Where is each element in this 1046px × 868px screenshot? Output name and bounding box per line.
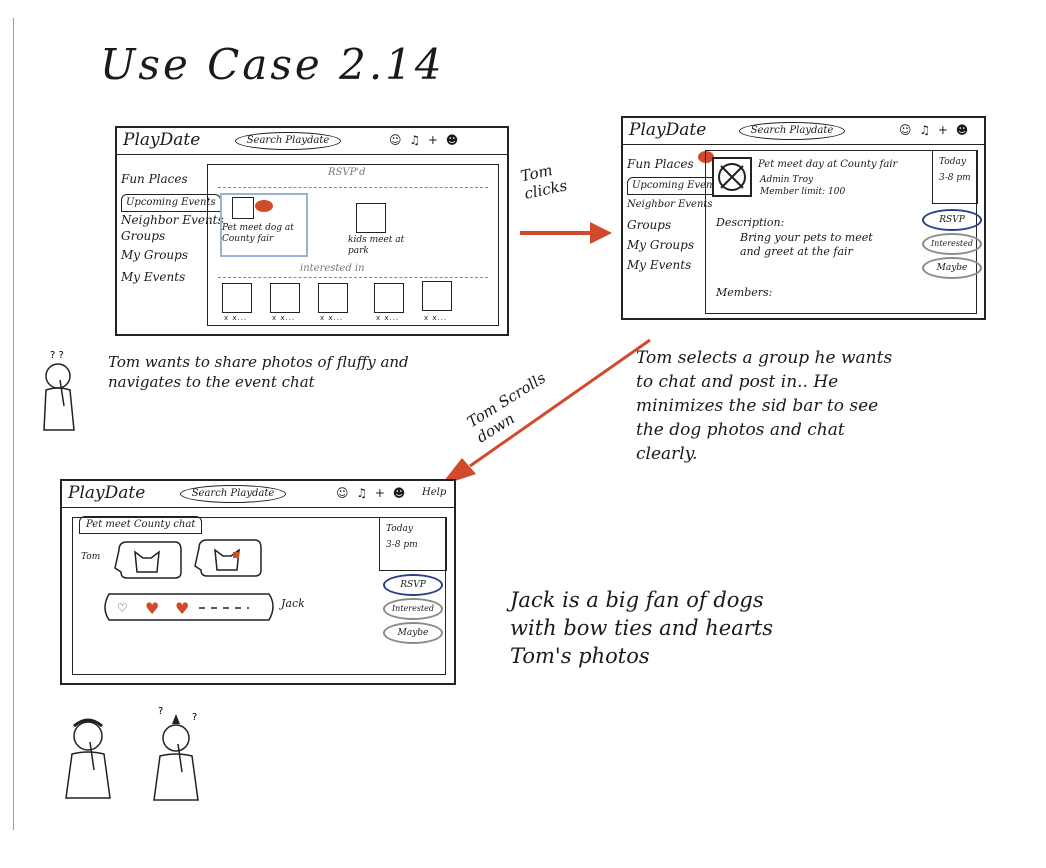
header-icons[interactable]: ☺ ♫ + ☻ (389, 133, 461, 147)
page-margin-line (13, 18, 14, 830)
event-thumbnail-label: x x... (320, 314, 344, 322)
help-link[interactable]: Help (422, 487, 447, 498)
event-time: 3-8 pm (939, 173, 971, 183)
app-header: PlayDate Search Playdate ☺ ♫ + ☻ Help (62, 481, 454, 508)
wireframe-event-chat-page: PlayDate Search Playdate ☺ ♫ + ☻ Help Pe… (60, 479, 456, 685)
sidebar-item-groups[interactable]: Groups (121, 229, 166, 243)
event-card-label: kids meet at park (348, 235, 405, 256)
event-thumbnail[interactable] (232, 197, 254, 219)
dog-photo-message-icon[interactable] (193, 536, 263, 580)
event-date-box: Today 3-8 pm (379, 517, 447, 571)
header-icons[interactable]: ☺ ♫ + ☻ (899, 123, 971, 137)
sidebar: Fun Places Upcoming Events Neighbor Even… (121, 168, 224, 288)
app-header: PlayDate Search Playdate ☺ ♫ + ☻ (623, 118, 984, 145)
sidebar-item-upcoming-events[interactable]: Upcoming Events (121, 194, 221, 212)
event-date: Today (939, 157, 966, 167)
description-label: Description: (716, 216, 785, 229)
event-thumbnail-label: x x... (224, 314, 248, 322)
arrow-label-clicks: Tom clicks (519, 160, 569, 203)
page-title: Use Case 2.14 (100, 40, 445, 89)
arrow-label-scrolls: Tom Scrolls down (463, 368, 549, 447)
maybe-button[interactable]: Maybe (383, 622, 443, 644)
rsvp-button[interactable]: RSVP (383, 574, 443, 596)
sidebar-item-my-events[interactable]: My Events (627, 258, 692, 272)
app-logo: PlayDate (123, 130, 201, 150)
event-thumbnail[interactable] (422, 281, 452, 311)
svg-text:?: ? (158, 706, 163, 717)
cursor-hand-icon (698, 151, 714, 163)
dog-photo-message-icon[interactable] (113, 538, 183, 582)
reaction-message-icon: ♡ ♥ ♥ (104, 593, 274, 621)
event-date-box: Today 3-8 pm (932, 150, 978, 204)
divider (218, 277, 488, 278)
event-thumbnail[interactable] (270, 283, 300, 313)
sidebar-item-my-events[interactable]: My Events (121, 270, 186, 284)
events-panel: RSVP'd Pet meet dog at County fair kids … (207, 164, 499, 326)
app-logo: PlayDate (68, 483, 146, 503)
divider (218, 187, 488, 188)
selected-event-card[interactable] (220, 193, 308, 257)
note-select-group: Tom selects a group he wants to chat and… (636, 348, 893, 464)
jack-figure-icon: ? ? (153, 706, 199, 801)
sidebar-item-my-groups[interactable]: My Groups (627, 238, 694, 252)
app-logo: PlayDate (629, 120, 707, 140)
event-thumbnail-label: x x... (272, 314, 296, 322)
note-share-photos: Tom wants to share photos of fluffy and … (108, 353, 409, 391)
cursor-hand-icon (255, 200, 273, 212)
search-input[interactable]: Search Playdate (739, 122, 845, 140)
event-detail-panel: Pet meet day at County fair Admin Troy M… (705, 150, 982, 314)
sidebar-item-groups[interactable]: Groups (627, 218, 672, 232)
tom-figure-icon (65, 718, 111, 799)
event-member-limit: Member limit: 100 (760, 187, 846, 197)
interested-button[interactable]: Interested (383, 598, 443, 620)
sidebar-item-my-groups[interactable]: My Groups (121, 248, 188, 262)
chat-panel: Pet meet County chat Tom ♡ ♥ ♥ Jack Toda… (72, 516, 447, 675)
svg-text:?: ? (192, 712, 197, 723)
wireframe-events-page: PlayDate Search Playdate ☺ ♫ + ☻ Fun Pla… (115, 126, 509, 336)
svg-text:? ?: ? ? (50, 350, 64, 361)
event-date: Today (386, 524, 413, 534)
rsvpd-heading: RSVP'd (328, 167, 366, 178)
event-thumbnail-label: x x... (376, 314, 400, 322)
chat-user-tom: Tom (81, 552, 101, 562)
chat-user-jack: Jack (281, 597, 305, 610)
maybe-button[interactable]: Maybe (922, 257, 982, 279)
wireframe-event-detail-page: PlayDate Search Playdate ☺ ♫ + ☻ Fun Pla… (621, 116, 986, 320)
members-label: Members: (716, 286, 773, 299)
event-description: Bring your pets to meet and greet at the… (740, 231, 873, 258)
search-input[interactable]: Search Playdate (180, 485, 286, 503)
header-icons[interactable]: ☺ ♫ + ☻ (336, 486, 408, 500)
event-thumbnail-label: x x... (424, 314, 448, 322)
app-header: PlayDate Search Playdate ☺ ♫ + ☻ (117, 128, 507, 155)
event-thumbnail[interactable] (222, 283, 252, 313)
event-title: Pet meet day at County fair (758, 159, 898, 170)
event-admin: Admin Troy (760, 175, 814, 185)
tab-event-chat[interactable]: Pet meet County chat (79, 516, 203, 534)
tom-figure-icon: ? ? (43, 350, 75, 431)
sidebar-item-fun-places[interactable]: Fun Places (121, 172, 188, 186)
event-thumbnail[interactable] (318, 283, 348, 313)
svg-text:♥: ♥ (175, 599, 189, 618)
interested-heading: interested in (300, 263, 365, 274)
sidebar-item-neighbor-events[interactable]: Neighbor Events (121, 213, 224, 227)
search-input[interactable]: Search Playdate (235, 132, 341, 150)
note-jack-hearts: Jack is a big fan of dogs with bow ties … (510, 588, 773, 668)
interested-button[interactable]: Interested (922, 233, 982, 255)
svg-text:♡: ♡ (117, 601, 128, 615)
event-thumbnail[interactable] (356, 203, 386, 233)
event-card-label: Pet meet dog at County fair (222, 223, 294, 244)
svg-text:♥: ♥ (145, 599, 159, 618)
sidebar-item-fun-places[interactable]: Fun Places (627, 157, 694, 171)
rsvp-button[interactable]: RSVP (922, 209, 982, 231)
event-image-icon (712, 157, 752, 197)
sidebar-item-neighbor-events[interactable]: Neighbor Events (627, 199, 713, 210)
event-thumbnail[interactable] (374, 283, 404, 313)
event-time: 3-8 pm (386, 540, 418, 550)
